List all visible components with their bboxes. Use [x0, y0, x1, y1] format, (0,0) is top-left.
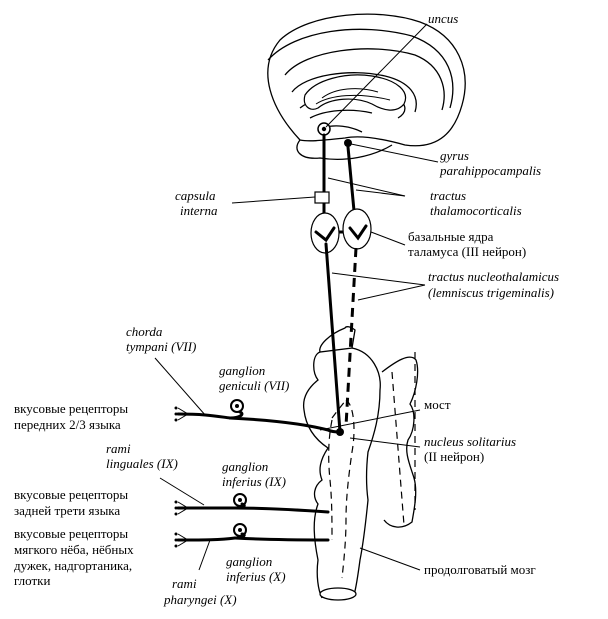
label-tractus-thal-1: tractus — [430, 188, 466, 203]
label-gi9-2: inferius (IX) — [222, 474, 286, 489]
glossopharyngeal-nerve-path — [174, 493, 330, 516]
label-rec3-4: глотки — [14, 573, 50, 588]
label-rec3-1: вкусовые рецепторы — [14, 526, 128, 541]
label-capsula-1: capsula — [175, 188, 216, 203]
label-chorda-2: tympani (VII) — [126, 339, 196, 354]
label-nucleothal-2: (lemniscus trigeminalis) — [428, 285, 554, 300]
label-gi10-2: inferius (X) — [226, 569, 286, 584]
parahippocampal-neuron — [344, 139, 352, 147]
label-rec3-2: мягкого нёба, нёбных — [14, 542, 134, 557]
label-chorda-1: chorda — [126, 324, 163, 339]
capsula-interna-box — [314, 191, 330, 204]
label-gi9-1: ganglion — [222, 459, 268, 474]
label-solitarius-1: nucleus solitarius — [424, 434, 516, 449]
label-basal-2: таламуса (III нейрон) — [408, 244, 526, 259]
label-gyrus-1: gyrus — [440, 148, 469, 163]
label-capsula-2: interna — [180, 203, 218, 218]
label-gi10-1: ganglion — [226, 554, 272, 569]
nucleus-solitarius — [328, 399, 355, 579]
thalamic-nuclei — [310, 208, 372, 254]
uncus-neuron-nucleus — [321, 126, 327, 132]
vagus-nerve-path — [174, 523, 330, 548]
label-most: мост — [424, 397, 451, 412]
label-gyrus-2: parahippocampalis — [439, 163, 541, 178]
label-gg-geniculi-2: geniculi (VII) — [219, 378, 289, 393]
label-rec1-2: передних 2/3 языка — [14, 417, 121, 432]
facial-nerve-path — [174, 399, 342, 434]
label-rec2-1: вкусовые рецепторы — [14, 487, 128, 502]
label-tractus-thal-2: thalamocorticalis — [430, 203, 522, 218]
label-basal-1: базальные ядра — [408, 229, 494, 244]
nucleothalamic-tract — [324, 242, 358, 434]
label-rec1-1: вкусовые рецепторы — [14, 401, 128, 416]
label-rec3-3: дужек, надгортаника, — [14, 558, 132, 573]
label-rami-phar-2: pharyngei (X) — [163, 592, 237, 607]
brainstem — [302, 326, 419, 601]
leader-lines — [154, 23, 439, 571]
label-nucleothal-1: tractus nucleothalamicus — [428, 269, 559, 284]
label-gg-geniculi-1: ganglion — [219, 363, 265, 378]
label-rami-ling-2: linguales (IX) — [106, 456, 178, 471]
label-rec2-2: задней трети языка — [14, 503, 120, 518]
label-medulla: продолговатый мозг — [424, 562, 536, 577]
label-solitarius-2: (II нейрон) — [424, 449, 484, 464]
label-rami-ling-1: rami — [106, 441, 131, 456]
labels: uncus gyrus parahippocampalis tractus th… — [14, 11, 559, 607]
label-rami-phar-1: rami — [172, 576, 197, 591]
corpus-callosum — [303, 74, 407, 111]
label-uncus: uncus — [428, 11, 458, 26]
